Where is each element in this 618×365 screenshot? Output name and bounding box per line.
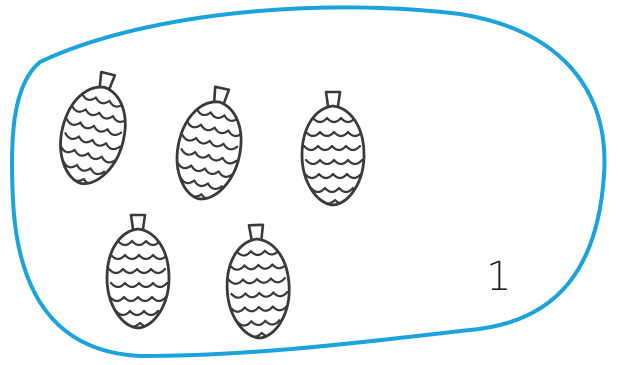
set-count-label: 1 (486, 254, 511, 300)
pinecone-icon (225, 224, 291, 339)
pinecone-icon (302, 92, 364, 205)
pinecone-icon (168, 82, 252, 205)
pinecone-icon (107, 215, 169, 328)
pinecone-icon (51, 66, 138, 191)
